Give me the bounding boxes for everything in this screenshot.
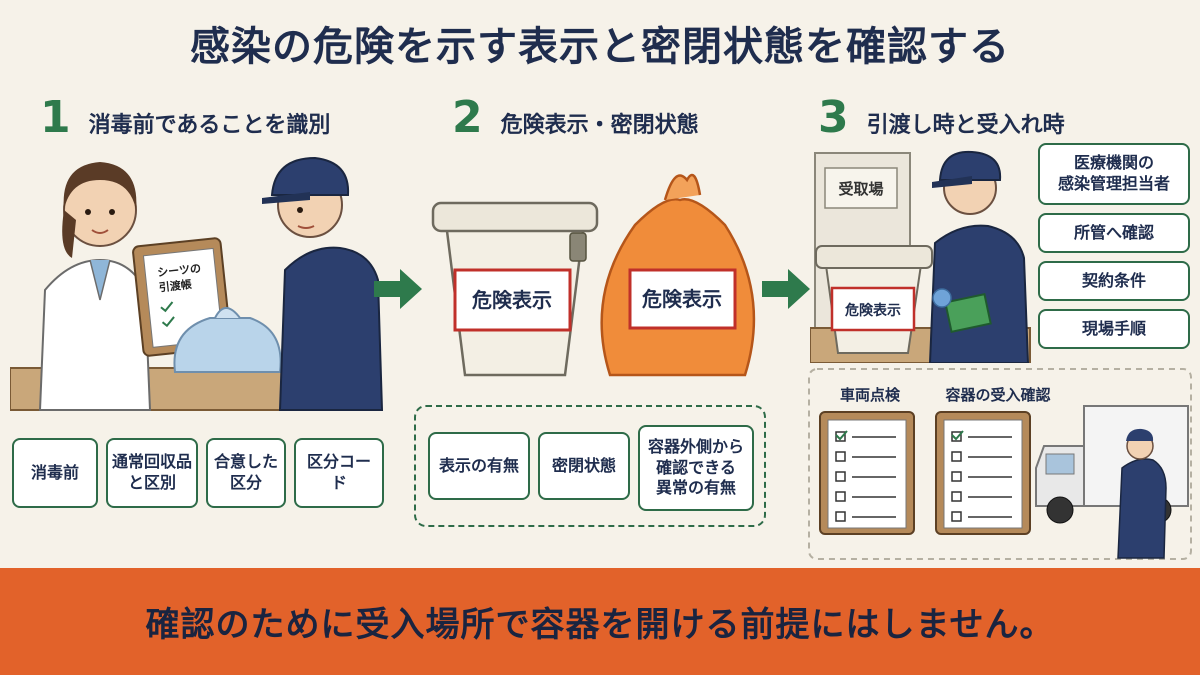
step-1-number: 1 [40,92,71,143]
svg-text:シーツの: シーツの [157,262,202,280]
container-hazard-label: 危険表示 [472,288,552,312]
step-2-header: 2 危険表示・密閉状態 [452,92,699,143]
footer-banner: 確認のために受入場所で容器を開ける前提にはしません。 [0,568,1200,675]
container-checklist-icon [935,411,1031,535]
tag-site-procedure: 現場手順 [1038,309,1190,349]
step-1-title: 消毒前であることを識別 [88,113,331,138]
tag-before-disinfection: 消毒前 [12,438,98,508]
bag-hazard-label: 危険表示 [642,287,722,311]
step-1-header: 1 消毒前であることを識別 [40,92,330,143]
tag-contract-terms: 契約条件 [1038,261,1190,301]
received-container-label: 危険表示 [844,302,901,319]
sealed-container-icon: 危険表示 [431,201,599,377]
step-3-title: 引渡し時と受入れ時 [866,113,1065,138]
footer-text: 確認のために受入場所で容器を開ける前提にはしません。 [145,605,1055,645]
checklist-container-title: 容器の受入確認 [944,386,1050,404]
page-title: 感染の危険を示す表示と密閉状態を確認する [190,24,1010,70]
arrow-right-icon [762,269,810,309]
containers-illustration: 危険表示 危険表示 [431,173,756,377]
inspector-figure [928,150,1030,363]
tag-category-code: 区分コード [294,438,384,508]
tag-external-anomaly: 容器外側から 確認できる 異常の有無 [638,425,754,511]
receiving-sign: 受取場 [838,180,883,198]
tag-separate-from-regular: 通常回収品 と区別 [106,438,198,508]
received-container-icon: 危険表示 [815,245,933,354]
sealed-bag-icon: 危険表示 [600,173,756,377]
step-2-title: 危険表示・密閉状態 [500,113,699,138]
tag-infection-control-officer: 医療機関の 感染管理担当者 [1038,143,1190,205]
vehicle-checklist-icon [819,411,915,535]
svg-text:引渡帳: 引渡帳 [158,277,192,294]
tag-seal-status: 密閉状態 [538,432,630,500]
arrow-right-icon [374,269,422,309]
tag-confirm-authority: 所管へ確認 [1038,213,1190,253]
step-3-header: 3 引渡し時と受入れ時 [818,92,1065,143]
driver-figure [1117,428,1167,559]
checklist-vehicle-title: 車両点検 [840,386,901,404]
step-2-number: 2 [452,92,483,143]
handover-illustration: シーツの 引渡帳 [10,156,384,411]
worker-figure [262,156,384,411]
tag-label-presence: 表示の有無 [428,432,530,500]
tag-agreed-category: 合意した 区分 [206,438,286,508]
bagged-linen-icon [173,307,282,373]
nurse-figure [38,162,152,411]
receiving-illustration: 受取場 危険表示 [810,150,1031,363]
step-3-number: 3 [818,92,849,143]
step-2-check-group [414,405,766,527]
inspection-illustration: 車両点検 容器の受入確認 [808,368,1192,560]
